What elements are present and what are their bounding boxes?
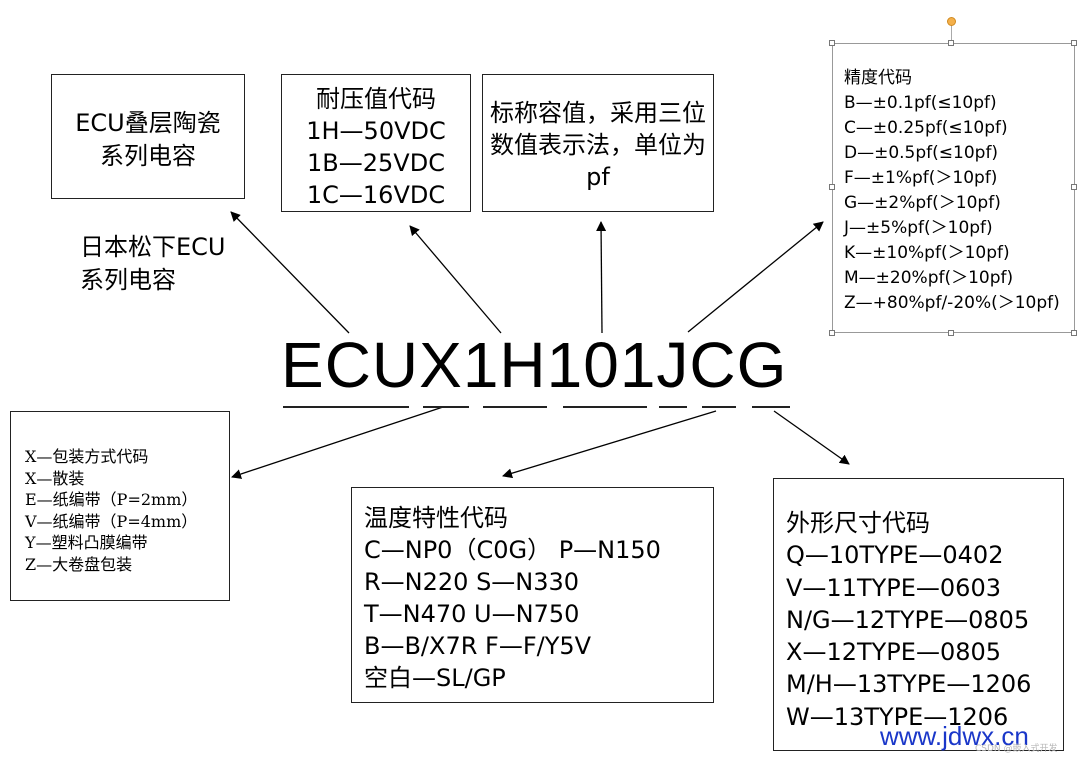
packaging-code: E—纸编带（P=2mm） [25,490,198,509]
tolerance-box[interactable]: 精度代码 B—±0.1pf(≤10pf) C—±0.25pf(≤10pf) D—… [832,43,1075,333]
voltage-title: 耐压值代码 [316,85,436,113]
packaging-code: Y—塑料凸膜编带 [25,533,148,552]
resize-handle-ne[interactable] [1071,40,1077,46]
temperature-title: 温度特性代码 [364,504,508,532]
tolerance-code: C—±0.25pf(≤10pf) [844,118,1008,138]
segment-underline-ecu [283,406,409,408]
voltage-code: 1H—50VDC [306,117,446,145]
tolerance-code: G—±2%pf(＞10pf) [844,193,1001,213]
temperature-code: T—N470 U—N750 [364,600,580,628]
packaging-title: X—包装方式代码 [25,447,149,466]
temperature-code: R—N220 S—N330 [364,568,580,596]
manufacturer-line-2: 系列电容 [80,266,176,294]
segment-underline-voltage [483,406,547,408]
arrow-to-size [773,410,850,465]
voltage-box: 耐压值代码 1H—50VDC 1B—25VDC 1C—16VDC [281,74,471,212]
resize-handle-w[interactable] [829,184,835,190]
size-code: M/H—13TYPE—1206 [786,670,1032,699]
packaging-code: V—纸编带（P=4mm） [25,511,198,531]
temperature-box: 温度特性代码 C—NP0（C0G） P—N150 R—N220 S—N330 T… [351,487,714,703]
resize-handle-se[interactable] [1071,330,1077,336]
tolerance-title: 精度代码 [844,68,912,88]
tolerance-code: D—±0.5pf(≤10pf) [844,143,999,163]
arrow-to-temperature [502,410,717,479]
segment-underline-nominal [563,406,647,408]
nominal-value-box: 标称容值，采用三位数值表示法，单位为pf [482,74,714,212]
arrow-to-series [230,211,350,334]
segment-underline-size [752,406,790,408]
size-code: V—11TYPE—0603 [786,573,1001,602]
series-box: ECU叠层陶瓷 系列电容 [51,74,245,199]
tolerance-code: F—±1%pf(＞10pf) [844,168,998,188]
size-code: X—12TYPE—0805 [786,638,1002,667]
rotation-handle[interactable] [947,17,956,26]
manufacturer-line-1: 日本松下ECU [80,233,226,261]
tolerance-code: M—±20%pf(＞10pf) [844,268,1014,288]
resize-handle-n[interactable] [948,40,954,46]
tolerance-code: B—±0.1pf(≤10pf) [844,93,997,113]
part-number: ECUX1H101JCG [281,329,788,401]
resize-handle-s[interactable] [948,330,954,336]
tolerance-code: Z—+80%pf/-20%(＞10pf) [844,293,1060,313]
rotation-stem [951,23,952,43]
size-code: W—13TYPE—1206 [786,702,1009,731]
temperature-code: 空白—SL/GP [364,664,506,692]
temperature-code: B—B/X7R F—F/Y5V [364,632,592,660]
series-line-2: 系列电容 [100,142,196,170]
size-code: N/G—12TYPE—0805 [786,605,1030,634]
size-box: 外形尺寸代码 Q—10TYPE—0402 V—11TYPE—0603 N/G—1… [773,478,1064,751]
segment-underline-tolerance [659,406,687,408]
watermark: www.jdwx.cn [880,721,1029,751]
packaging-code: X—散装 [25,468,85,488]
packaging-code: Z—大卷盘包装 [25,554,133,574]
manufacturer-label: 日本松下ECU 系列电容 [80,231,226,297]
voltage-code: 1B—25VDC [307,149,445,177]
segment-underline-temperature [702,406,736,408]
arrow-to-packaging [231,406,444,479]
arrow-to-voltage [409,225,502,334]
size-title: 外形尺寸代码 [786,509,930,537]
csdn-mark: CSDN @嵌入式开发 [975,744,1058,754]
size-code: Q—10TYPE—0402 [786,541,1004,570]
tolerance-code: K—±10%pf(＞10pf) [844,243,1010,263]
resize-handle-sw[interactable] [829,330,835,336]
resize-handle-nw[interactable] [829,40,835,46]
temperature-code: C—NP0（C0G） P—N150 [364,536,661,564]
nominal-value-text: 标称容值，采用三位数值表示法，单位为pf [490,99,706,191]
resize-handle-e[interactable] [1071,184,1077,190]
voltage-code: 1C—16VDC [306,181,446,209]
segment-underline-packaging [423,406,469,408]
series-line-1: ECU叠层陶瓷 [75,109,221,137]
tolerance-code: J—±5%pf(＞10pf) [844,218,993,238]
arrow-to-nominal [596,221,607,334]
packaging-box: X—包装方式代码 X—散装 E—纸编带（P=2mm） V—纸编带（P=4mm） … [10,411,230,601]
arrow-to-tolerance [687,221,824,333]
